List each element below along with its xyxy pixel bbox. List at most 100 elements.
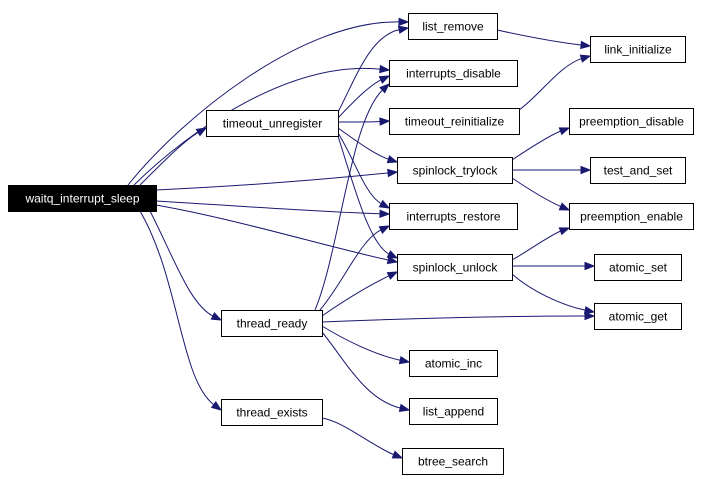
node-list_append[interactable]: list_append [409,398,498,425]
edge-arrowhead [558,127,571,136]
node-box[interactable] [402,448,504,475]
edges-layer [127,17,596,459]
node-box[interactable] [569,108,694,135]
node-atomic_set[interactable]: atomic_set [594,254,682,281]
node-box[interactable] [206,110,339,137]
edge-line [133,67,382,186]
edge-line [337,120,382,123]
node-box[interactable] [590,157,686,184]
edge-arrowhead [379,117,391,126]
node-spinlock_unlock[interactable]: spinlock_unlock [397,254,513,281]
edge-line [321,315,587,323]
edge-line [337,127,390,161]
edge-line [321,331,402,409]
edge-line [496,29,583,46]
node-box[interactable] [408,13,498,40]
edge-arrowhead [378,225,391,234]
node-box[interactable] [221,399,323,426]
node-interrupts_disable[interactable]: interrupts_disable [389,60,518,87]
edge-line [511,130,562,161]
edge-line [321,325,402,361]
edge-arrowhead [386,250,399,259]
node-label: interrupts_disable [406,67,501,81]
edge-spinlock_unlock-to-preemption_enable [511,227,571,261]
edge-line [321,417,395,456]
edge-line [127,21,401,186]
edge-arrowhead [379,83,391,94]
node-label: atomic_set [609,261,668,275]
node-label: atomic_inc [425,357,482,371]
edge-waitq_interrupt_sleep-to-list_remove [127,17,410,186]
edge-line [511,177,562,208]
edge-timeout_unregister-to-list_remove [337,25,410,113]
edge-arrowhead [558,227,571,236]
node-atomic_inc[interactable]: atomic_inc [409,350,498,377]
edge-arrowhead [398,403,411,413]
node-thread_exists[interactable]: thread_exists [221,399,323,426]
edge-timeout_unregister-to-spinlock_trylock [337,127,399,164]
node-interrupts_restore[interactable]: interrupts_restore [389,203,518,230]
edge-arrowhead [580,165,592,175]
edge-line [149,210,215,317]
node-label: waitq_interrupt_sleep [24,192,139,206]
node-atomic_get[interactable]: atomic_get [594,303,682,330]
edge-line [337,28,401,113]
node-box[interactable] [594,303,682,330]
edge-arrowhead [386,255,399,265]
node-box[interactable] [397,254,513,281]
edge-arrowhead [584,261,596,271]
node-label: timeout_reinitialize [405,115,505,129]
node-preemption_disable[interactable]: preemption_disable [569,108,694,135]
edge-line [155,172,390,191]
edge-arrowhead [583,305,596,315]
edge-timeout_unregister-to-interrupts_restore [337,132,391,209]
node-label: atomic_get [609,310,668,324]
node-label: spinlock_trylock [413,164,499,178]
node-timeout_unregister[interactable]: timeout_unregister [206,110,339,137]
node-thread_ready[interactable]: thread_ready [221,310,323,337]
edge-thread_ready-to-interrupts_disable [314,83,391,311]
node-box[interactable] [397,157,513,184]
node-label: thread_ready [237,317,308,331]
node-label: link_initialize [604,43,672,57]
edge-waitq_interrupt_sleep-to-timeout_unregister [139,127,208,186]
edge-timeout_unregister-to-interrupts_disable [337,75,391,119]
node-preemption_enable[interactable]: preemption_enable [569,203,694,230]
edge-thread_exists-to-btree_search [321,417,404,459]
edge-waitq_interrupt_sleep-to-thread_ready [149,210,223,321]
node-box[interactable] [409,398,498,425]
node-box[interactable] [590,36,686,63]
node-box[interactable] [8,185,157,212]
edge-spinlock_trylock-to-preemption_enable [511,177,571,211]
node-box[interactable] [389,203,518,230]
edge-spinlock_unlock-to-atomic_set [512,261,596,271]
node-label: test_and_set [604,164,673,178]
edge-waitq_interrupt_sleep-to-interrupts_disable [133,64,391,186]
edge-arrowhead [387,168,399,178]
node-test_and_set[interactable]: test_and_set [590,157,686,184]
edge-arrowhead [397,25,410,34]
node-label: timeout_unregister [223,117,322,131]
node-label: btree_search [418,455,488,469]
node-waitq_interrupt_sleep[interactable]: waitq_interrupt_sleep [8,185,157,212]
node-box[interactable] [389,60,518,87]
node-box[interactable] [569,203,694,230]
node-box[interactable] [409,350,498,377]
node-timeout_reinitialize[interactable]: timeout_reinitialize [389,108,520,135]
node-box[interactable] [389,108,520,135]
edge-arrowhead [195,127,208,137]
node-list_remove[interactable]: list_remove [408,13,498,40]
edge-arrowhead [378,75,391,84]
edge-line [337,135,391,255]
edge-waitq_interrupt_sleep-to-spinlock_trylock [155,168,399,191]
nodes-layer: waitq_interrupt_sleeptimeout_unregistert… [8,13,694,475]
edge-line [155,200,382,215]
node-label: list_append [423,405,484,419]
node-box[interactable] [221,310,323,337]
node-box[interactable] [594,254,682,281]
edge-line [321,275,391,317]
node-btree_search[interactable]: btree_search [402,448,504,475]
node-link_initialize[interactable]: link_initialize [590,36,686,63]
node-spinlock_trylock[interactable]: spinlock_trylock [397,157,513,184]
edge-line [319,229,383,311]
